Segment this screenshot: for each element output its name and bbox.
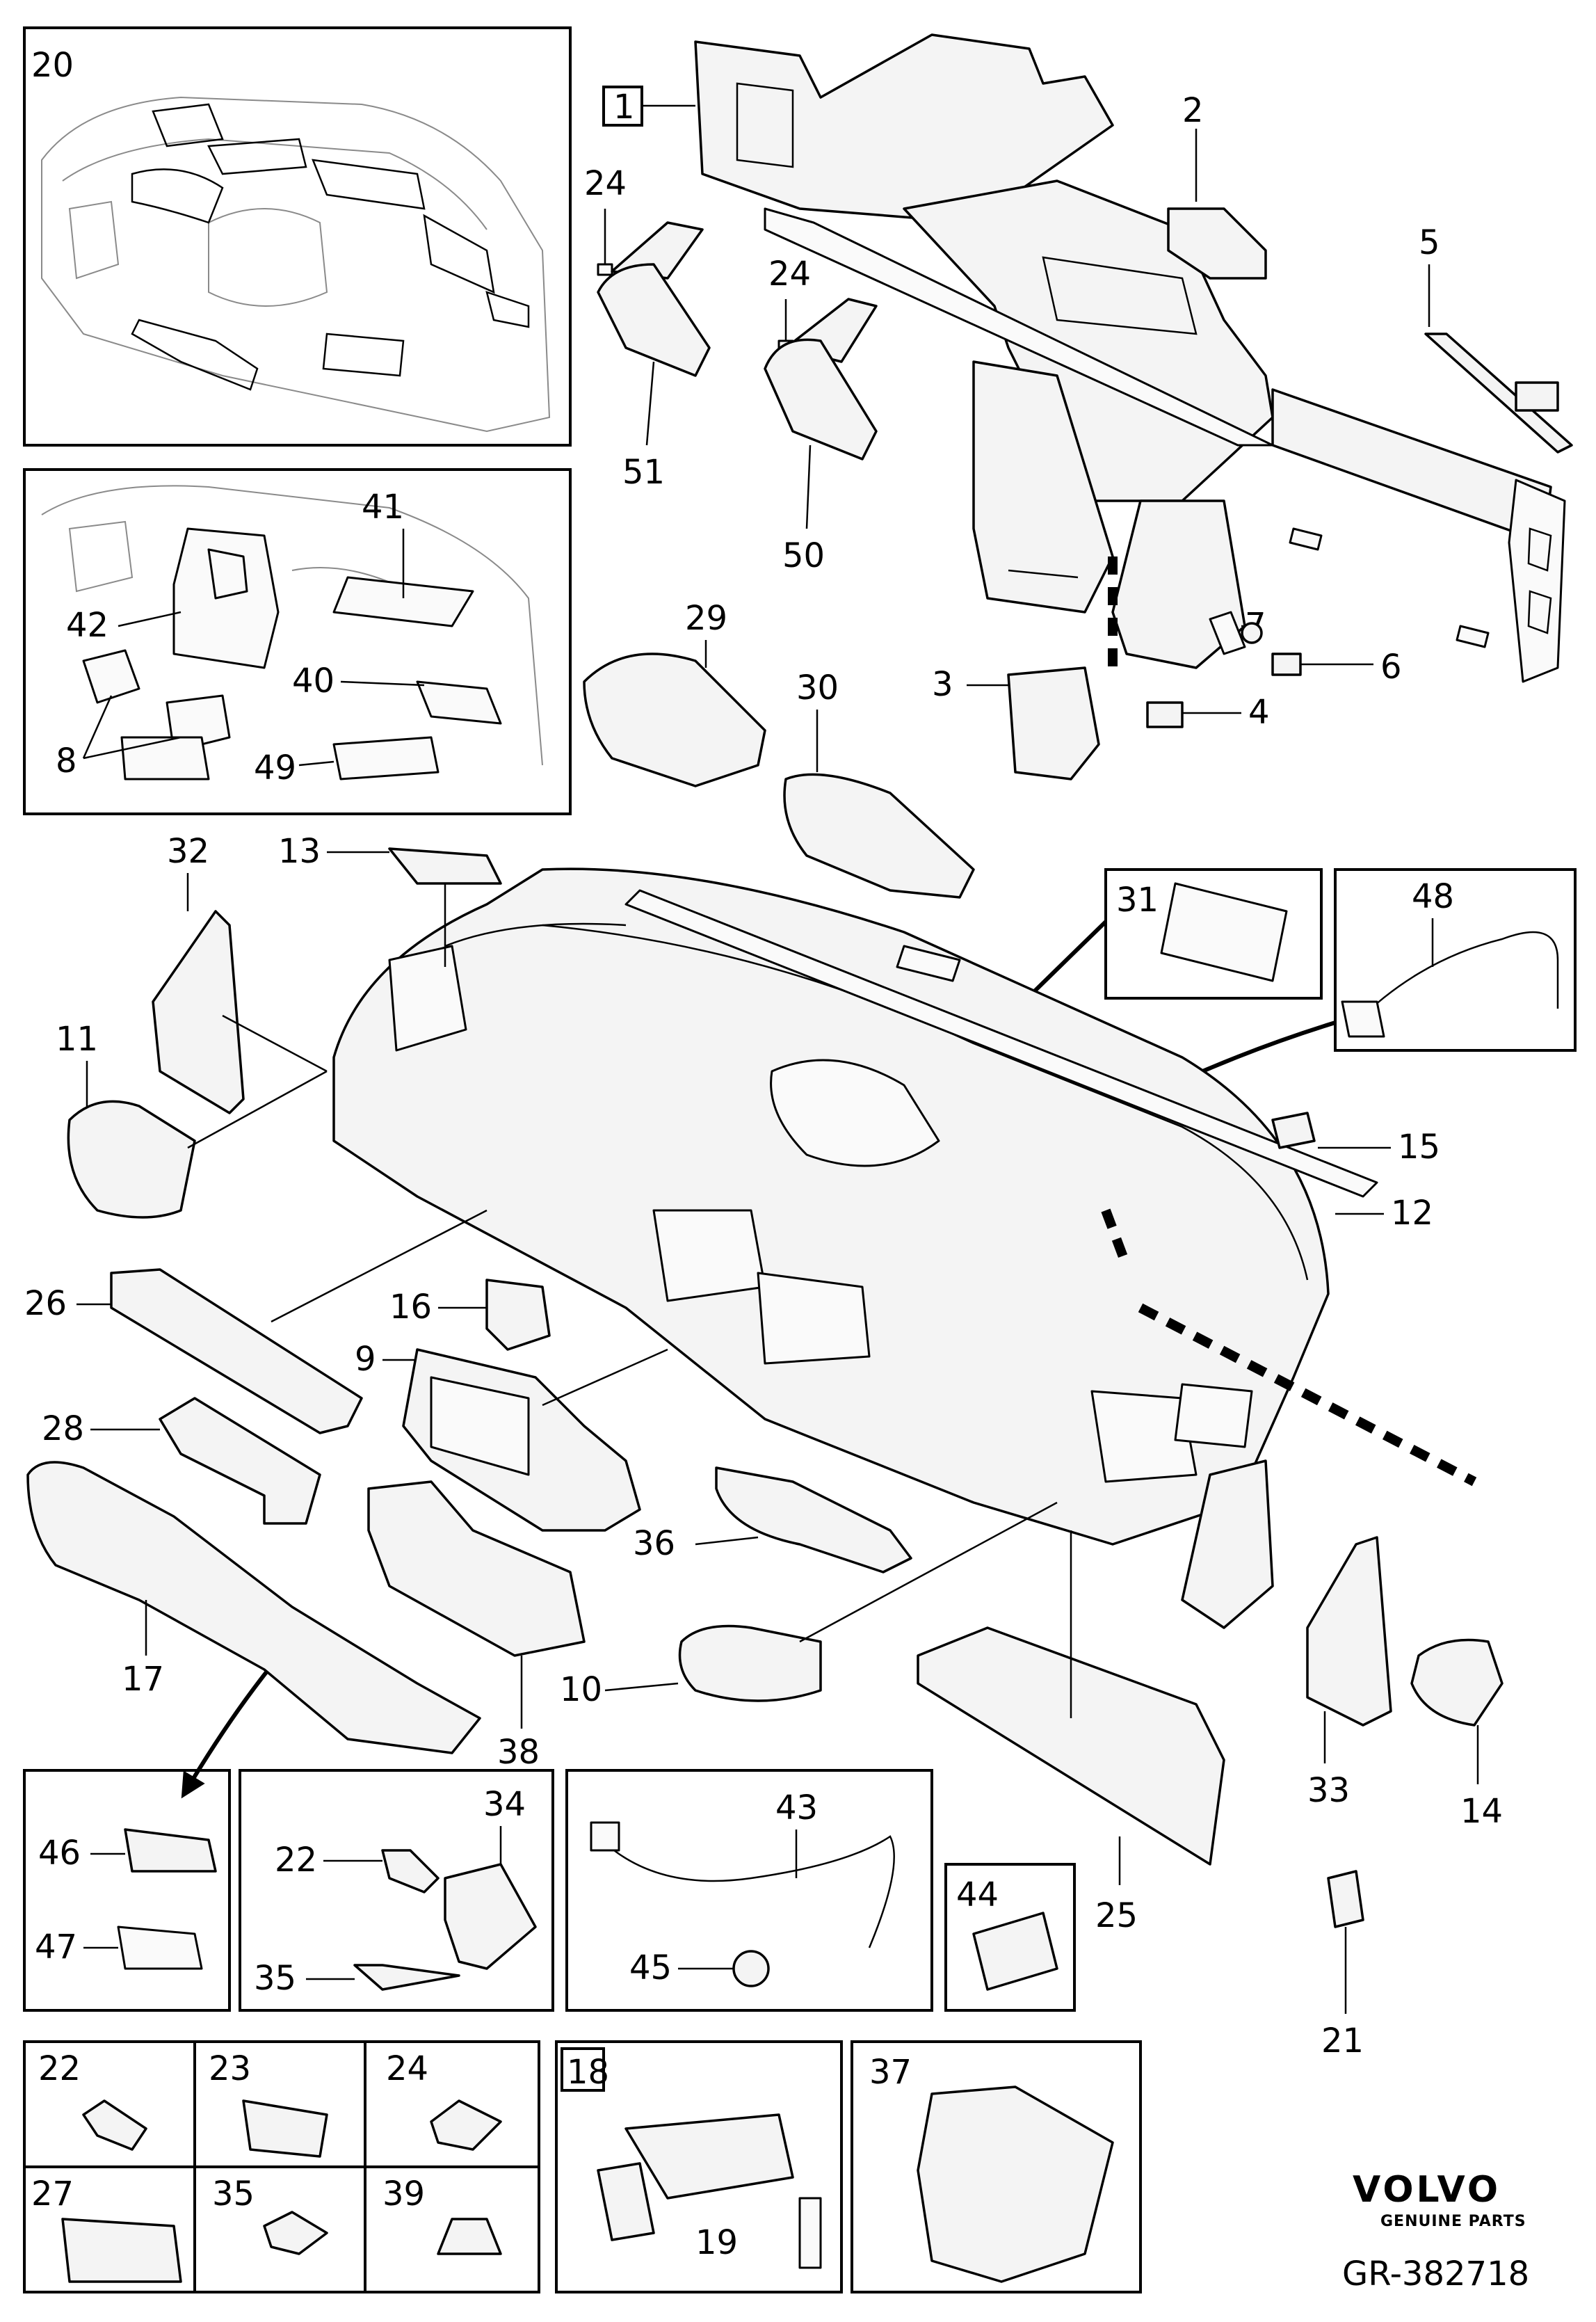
brand-name: VOLVO [1353,2169,1501,2211]
label-30: 30 [796,668,839,707]
label-16: 16 [389,1288,432,1327]
label-44: 44 [956,1875,999,1914]
parts-29-30: 29 30 [583,599,975,899]
part-10: 10 [560,1501,1058,1709]
part-26: 26 [24,1209,487,1434]
label-22b: 22 [38,2049,81,2088]
label-18: 18 [567,2053,609,2092]
label-10: 10 [560,1670,602,1709]
label-2: 2 [1182,91,1204,130]
label-24b: 24 [768,255,811,294]
label-40: 40 [292,662,334,700]
label-5: 5 [1419,223,1440,262]
label-37: 37 [869,2053,912,2092]
label-15: 15 [1398,1128,1440,1167]
label-29: 29 [685,599,727,638]
label-41: 41 [362,488,404,527]
label-14: 14 [1460,1792,1503,1831]
part-11: 11 [56,1020,328,1219]
part-17: 17 [26,1461,481,1754]
part-25: 25 [917,1530,1225,1935]
brand-block: VOLVO GENUINE PARTS GR-382718 [1342,2169,1529,2293]
label-33: 33 [1307,1771,1350,1810]
part-38: 38 [367,1480,586,1772]
label-36: 36 [633,1524,675,1563]
part-33: 33 [1306,1536,1392,1810]
parts-3-4-6-7: 7 6 3 4 [932,606,1402,780]
label-32: 32 [167,832,209,871]
label-3: 3 [932,665,953,704]
dashboard-panel [332,867,1378,1629]
inset-20: 20 [23,26,572,447]
part-48-box: 48 [1334,868,1577,1052]
label-13: 13 [278,832,321,871]
part-2: 2 [1167,91,1267,280]
label-9: 9 [355,1340,376,1379]
part-5: 5 [1419,223,1573,454]
box-44: 44 [944,1863,1076,2012]
label-47: 47 [35,1928,77,1967]
label-35b: 35 [212,2175,255,2213]
box-37: 37 [851,2040,1142,2293]
label-34: 34 [483,1785,526,1824]
label-45: 45 [629,1948,672,1987]
part-16: 16 [389,1279,551,1351]
label-49: 49 [254,748,296,787]
label-24a: 24 [584,164,627,203]
label-12: 12 [1391,1194,1433,1233]
part-14: 14 [1410,1638,1504,1831]
parts-24-50-51: 24 51 24 50 [584,164,878,575]
label-17: 17 [122,1660,164,1699]
label-31: 31 [1116,881,1159,920]
part-31-box: 31 [1104,868,1323,1000]
inset-40-42: 41 42 40 8 49 [23,468,572,815]
label-51: 51 [622,453,665,492]
box-46-47: 46 47 [23,1769,231,2012]
label-1: 1 [613,88,635,127]
part-13: 13 [278,832,502,967]
part-21: 21 [1321,1870,1364,2060]
label-43: 43 [775,1788,818,1827]
label-6: 6 [1380,648,1402,687]
part-32: 32 [152,832,328,1114]
label-4: 4 [1248,693,1270,732]
label-23: 23 [209,2049,251,2088]
label-21: 21 [1321,2021,1364,2060]
parts-grid: 22 23 24 27 35 39 [23,2040,540,2293]
label-42: 42 [66,606,108,645]
label-28: 28 [42,1409,84,1448]
part-28: 28 [42,1397,321,1525]
label-27: 27 [31,2175,74,2213]
label-35a: 35 [254,1959,296,1998]
box-22-34-35: 34 22 35 [239,1769,554,2012]
reference-number: GR-382718 [1342,2255,1529,2293]
box-18-19: 18 19 [555,2040,843,2293]
part-12: 12 [1335,1194,1433,1233]
label-25: 25 [1095,1896,1138,1935]
label-26: 26 [24,1284,67,1323]
label-19: 19 [695,2223,738,2262]
part-9: 9 [355,1340,668,1532]
part-15: 15 [1271,1112,1440,1167]
label-39: 39 [382,2175,425,2213]
part-36: 36 [633,1466,912,1574]
label-50: 50 [782,536,825,575]
box-43-45: 43 45 [565,1769,933,2012]
brand-tagline: GENUINE PARTS [1380,2213,1526,2230]
label-20: 20 [31,46,74,85]
cross-member: 1 [602,33,1566,683]
label-8: 8 [56,742,77,780]
label-38: 38 [497,1733,540,1772]
label-46: 46 [38,1834,81,1873]
label-24c: 24 [386,2049,428,2088]
label-11: 11 [56,1020,98,1059]
label-48: 48 [1412,877,1454,916]
label-22a: 22 [275,1841,317,1880]
